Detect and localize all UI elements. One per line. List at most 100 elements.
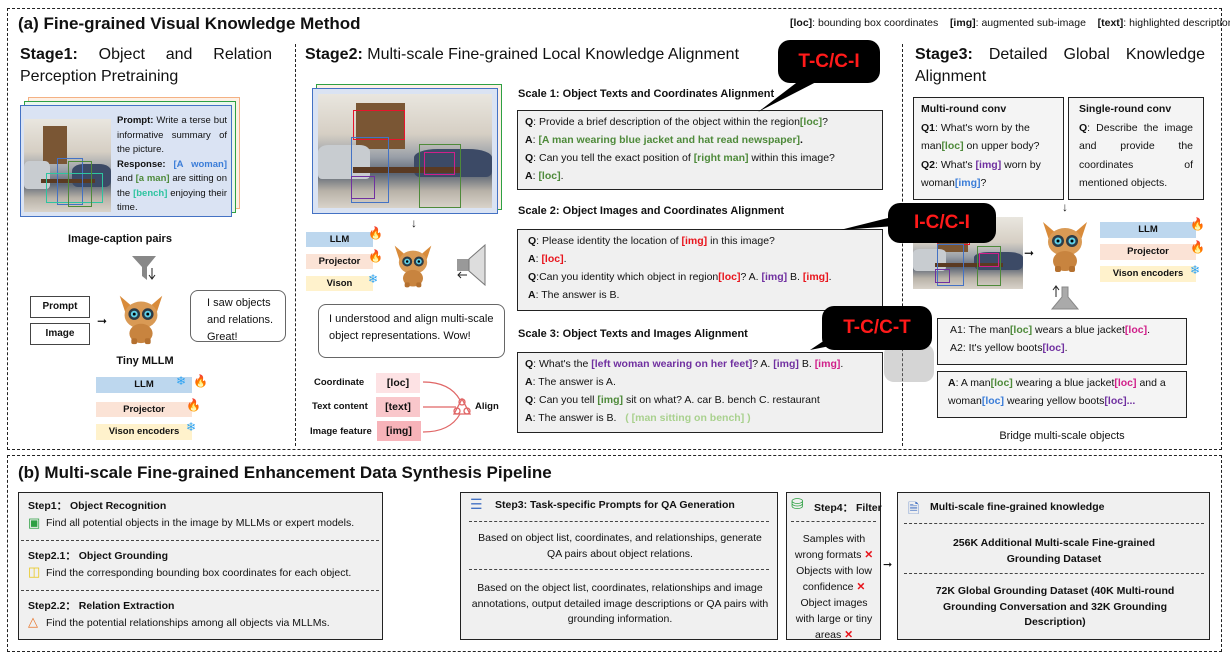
text: B. — [787, 271, 803, 283]
text: wearing a blue jacket — [1012, 377, 1115, 389]
scale3-header: Scale 3: Object Texts and Images Alignme… — [518, 328, 748, 340]
vision-block: Vison — [306, 276, 373, 291]
output-box: 🗎 Multi-scale fine-grained knowledge 256… — [897, 492, 1210, 640]
a-label: A — [525, 170, 533, 182]
snowflake-icon: ❄ — [368, 272, 379, 286]
single-round-answer-box: A: A man[loc] wearing a blue jacket[loc]… — [937, 371, 1187, 418]
align-icon — [452, 397, 472, 415]
steps-1-2-box: Step1： Object Recognition ▣ Find all pot… — [18, 492, 383, 640]
divider — [295, 44, 296, 446]
text: wearing yellow boots — [1004, 395, 1105, 407]
cross-icon: ✕ — [856, 581, 866, 593]
text: : Please identity the location of — [536, 235, 682, 247]
highlight-text: [right man] — [693, 152, 749, 164]
text: A2: It's yellow boots — [950, 342, 1043, 354]
text: are sitting on the — [117, 173, 227, 199]
step-title: Step1： Object Recognition — [28, 500, 167, 512]
align-label: Align — [475, 401, 499, 412]
fire-icon: 🔥 — [193, 374, 208, 388]
output-title: Multi-scale fine-grained knowledge — [930, 501, 1105, 513]
prompt-input-box: Prompt — [30, 296, 90, 318]
text: worn by woman — [921, 158, 1041, 190]
box-header: Multi-round conv — [921, 103, 1007, 115]
prompt-list-icon: ☰ — [470, 496, 483, 512]
image-caption-card: Prompt: Write a terse but informative su… — [20, 105, 232, 217]
q-label: Q — [525, 358, 534, 370]
legend-key: [img] — [949, 17, 976, 29]
step-title: Step3: Task-specific Prompts for QA Gene… — [495, 499, 735, 511]
align-label-image: Image feature — [310, 426, 372, 437]
text: . — [828, 271, 832, 283]
separator — [904, 523, 1204, 524]
object-recognition-icon: ▣ — [28, 515, 41, 530]
speech-bubble: I understood and align multi-scale objec… — [318, 304, 505, 358]
qa-line: Q2: What's [img] worn by woman[img]? — [921, 156, 1056, 193]
fire-icon: 🔥 — [368, 226, 383, 240]
legend-key: [loc] — [790, 17, 813, 29]
step4-box: ⛁ Step4： Filter Samples with wrong forma… — [786, 492, 882, 641]
output-item: 256K Additional Multi-scale Fine-grained… — [952, 537, 1156, 565]
tag-text: [text] — [376, 397, 420, 417]
text: wears a blue jacket — [1032, 324, 1125, 336]
llm-block: LLM — [306, 232, 373, 247]
q-label: Q2 — [921, 158, 936, 171]
snowflake-icon: ❄ — [186, 420, 197, 434]
loc-tag: [loc] — [718, 271, 741, 283]
loc-tag: [loc] — [981, 395, 1005, 407]
filter-item: Samples with wrong formats ✕ — [790, 531, 878, 563]
relation-extraction-icon: △ — [28, 614, 38, 629]
loc-tag: [loc] — [1009, 324, 1033, 336]
arrow-right-icon: ➞ — [883, 559, 893, 571]
a-label: A — [948, 377, 956, 389]
text: within this image? — [748, 152, 835, 164]
database-filter-icon: ⛁ — [791, 496, 804, 513]
separator — [469, 521, 769, 522]
text: : — [532, 170, 539, 182]
prompt-label: Prompt: — [117, 115, 154, 126]
text: : Provide a brief description of the obj… — [533, 116, 800, 128]
step-text: Find the potential relationships among a… — [46, 617, 330, 629]
legend: [loc]: bounding box coordinates [img]: a… — [790, 17, 1230, 29]
text: : — [535, 253, 542, 265]
text: . — [1064, 342, 1068, 354]
fire-icon: 🔥 — [1190, 217, 1205, 231]
legend-desc: : augmented sub-image — [975, 17, 1086, 29]
stage-label: Stage2: — [305, 46, 363, 63]
text: . — [1147, 324, 1151, 336]
qa-line: Q: Describe the image and provide the co… — [1079, 119, 1193, 193]
step-text: Based on object list, coordinates, and r… — [478, 532, 762, 560]
single-round-box: Single-round conv Q: Describe the image … — [1068, 97, 1204, 200]
text: ? A. — [740, 271, 762, 283]
snowflake-icon: ❄ — [1190, 263, 1201, 277]
vision-block: Vison encoders — [1100, 266, 1196, 282]
response-label: Response: — [117, 158, 166, 170]
legend-desc: : bounding box coordinates — [812, 17, 939, 29]
img-tag: [img] — [773, 358, 799, 370]
q-label: Q1 — [921, 121, 936, 134]
img-tag: [img] — [975, 158, 1002, 171]
qa-line: A: [loc]. — [525, 167, 875, 185]
text: and a woman — [948, 377, 1166, 407]
text: . — [560, 170, 564, 182]
loc-tag: [loc]... — [1104, 395, 1136, 407]
image-input-box: Image — [30, 323, 90, 345]
text: enjoying their time. — [117, 187, 227, 214]
text: . — [563, 253, 567, 265]
stage2-title: Stage2: Multi-scale Fine-grained Local K… — [305, 44, 739, 66]
q-label: Q — [528, 271, 537, 283]
highlight-woman: [A woman] — [173, 158, 228, 170]
stage3-caption: Bridge multi-scale objects — [999, 430, 1125, 442]
img-tag: [img] — [681, 235, 708, 247]
fire-icon: 🔥 — [186, 398, 201, 412]
llm-block: LLM — [96, 377, 192, 393]
text: on upper body? — [963, 140, 1040, 152]
qa-line: A: [A man wearing blue jacket and hat re… — [525, 131, 875, 149]
fire-icon: 🔥 — [368, 249, 383, 263]
caption-text: Prompt: Write a terse but informative su… — [117, 114, 227, 216]
projector-block: Projector — [96, 402, 192, 417]
legend-desc: : highlighted descriptions — [1123, 17, 1230, 29]
multi-round-box: Multi-round conv Q1: What's worn by the … — [913, 97, 1064, 200]
stage3-title: Stage3: Detailed Global Knowledge Alignm… — [915, 44, 1205, 88]
prompt-text: Write a terse but informative summary of… — [117, 115, 227, 155]
a-label: A — [528, 289, 536, 301]
